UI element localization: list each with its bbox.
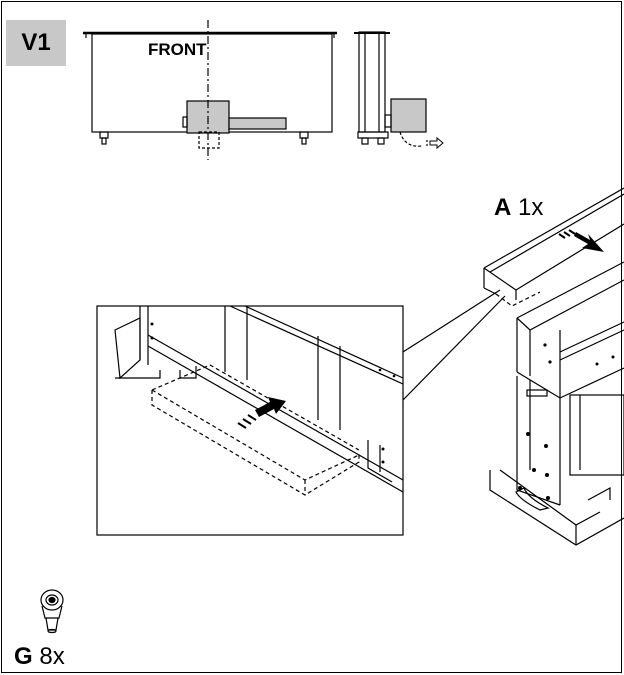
screw-holes (518, 343, 615, 500)
step-label: V1 (21, 29, 51, 56)
stove-body (489, 261, 624, 546)
rail-part-a (483, 187, 624, 307)
part-g-letter: G (14, 643, 33, 670)
step-badge: V1 (6, 20, 66, 66)
part-a-letter: A (494, 194, 512, 221)
detail-view (96, 305, 404, 536)
leveling-foot-part-g (40, 589, 64, 634)
front-label: FRONT (148, 40, 207, 59)
part-a-callout: A 1x (494, 194, 543, 222)
overview-front-view (83, 20, 337, 160)
overview-side-view (354, 31, 444, 150)
part-g-callout: G 8x (14, 643, 65, 671)
part-g-qty: 8x (39, 643, 65, 670)
part-a-qty: 1x (518, 194, 544, 221)
